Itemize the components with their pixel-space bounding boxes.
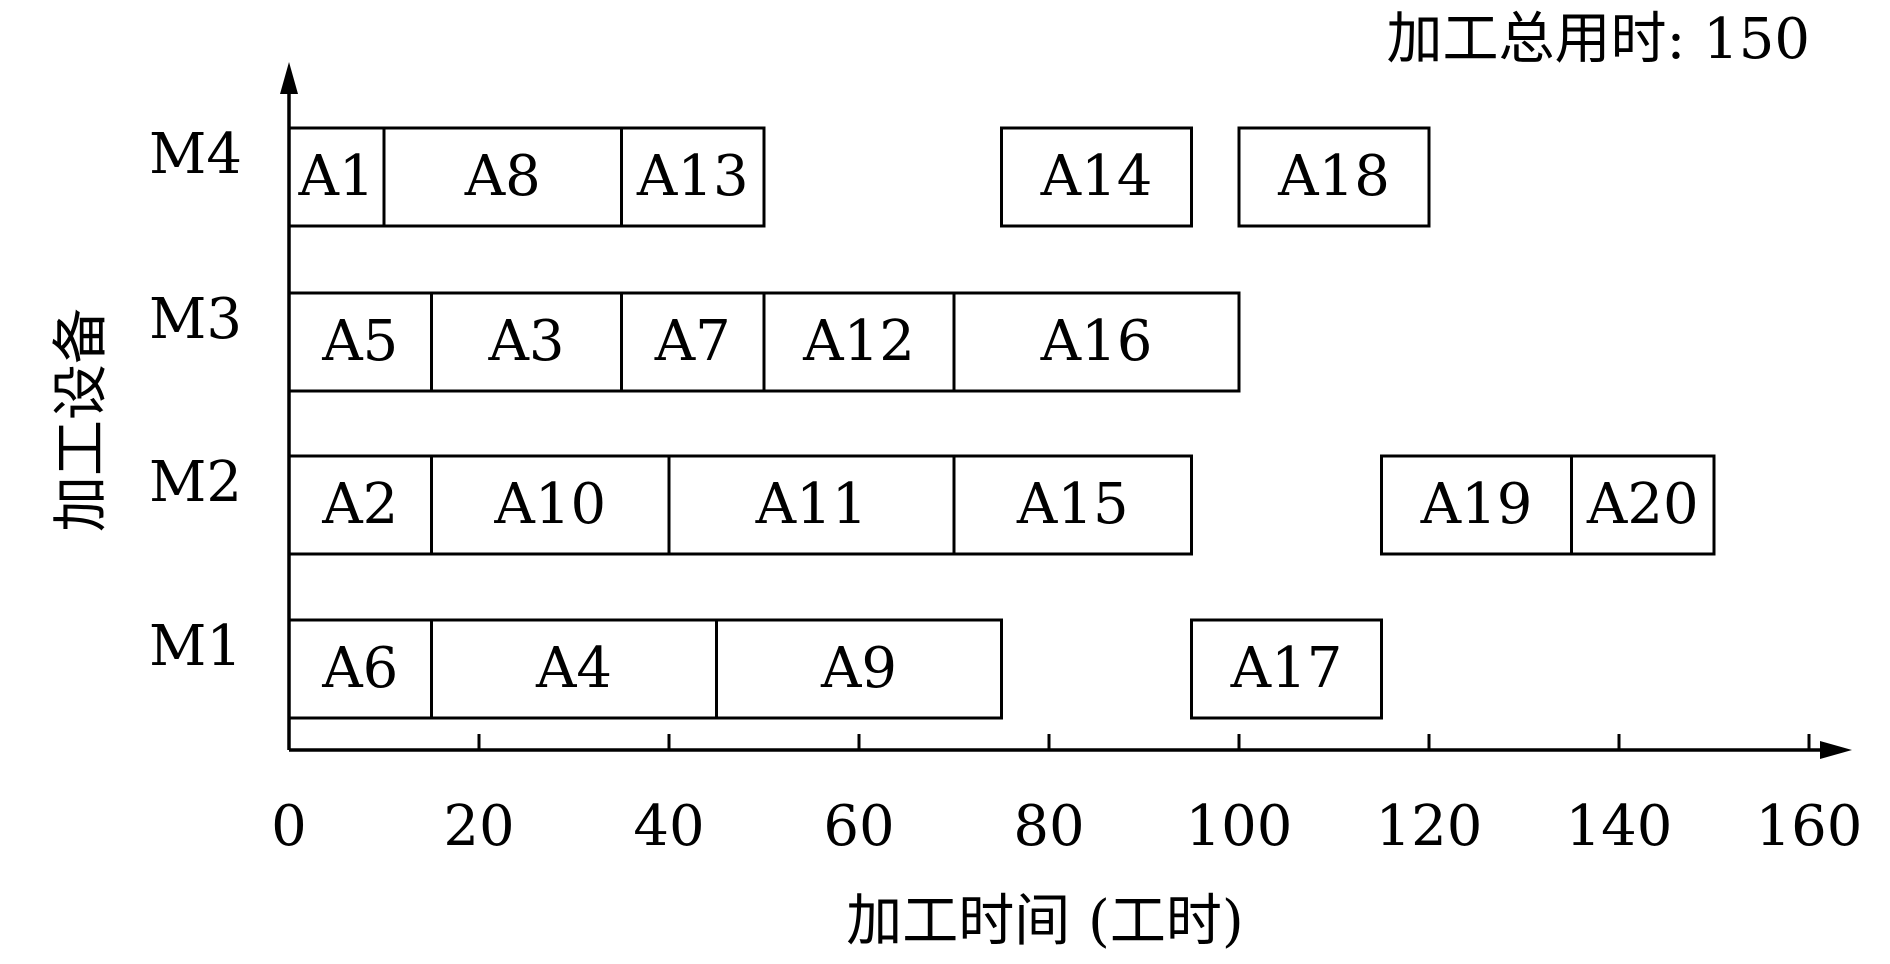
y-axis-label: 加工设备 bbox=[49, 308, 114, 532]
task-label-a15: A15 bbox=[1016, 472, 1129, 537]
task-label-a8: A8 bbox=[464, 144, 541, 209]
task-bar-a3 bbox=[430, 291, 623, 393]
x-tick-label-80: 80 bbox=[1013, 794, 1084, 859]
task-bar-a13 bbox=[620, 126, 766, 228]
task-label-a19: A19 bbox=[1420, 472, 1533, 537]
task-bar-a16 bbox=[952, 291, 1241, 393]
task-bar-a19 bbox=[1380, 454, 1573, 556]
y-axis-arrow bbox=[280, 62, 298, 94]
machine-label-m1: M1 bbox=[149, 614, 242, 679]
task-label-a17: A17 bbox=[1230, 636, 1343, 701]
x-tick-label-160: 160 bbox=[1756, 794, 1863, 859]
task-label-a1: A1 bbox=[297, 144, 374, 209]
task-label-a18: A18 bbox=[1277, 144, 1390, 209]
machine-label-m2: M2 bbox=[149, 450, 242, 515]
task-label-a5: A5 bbox=[321, 309, 398, 374]
x-tick-label-120: 120 bbox=[1376, 794, 1483, 859]
task-label-a14: A14 bbox=[1040, 144, 1153, 209]
x-tick-label-140: 140 bbox=[1566, 794, 1673, 859]
task-bar-a8 bbox=[382, 126, 623, 228]
x-axis-label: 加工时间 (工时) bbox=[846, 889, 1244, 954]
x-tick-label-20: 20 bbox=[443, 794, 514, 859]
task-label-a9: A9 bbox=[820, 636, 897, 701]
task-bar-a20 bbox=[1570, 454, 1716, 556]
task-bar-a11 bbox=[667, 454, 956, 556]
task-bar-a4 bbox=[430, 618, 718, 720]
task-label-a12: A12 bbox=[802, 309, 915, 374]
task-bar-a17 bbox=[1190, 618, 1383, 720]
x-tick-label-60: 60 bbox=[823, 794, 894, 859]
machine-label-m4: M4 bbox=[149, 122, 242, 187]
task-bar-a12 bbox=[762, 291, 956, 393]
task-label-a6: A6 bbox=[321, 636, 398, 701]
task-bar-a7 bbox=[620, 291, 766, 393]
task-bar-a10 bbox=[430, 454, 671, 556]
x-tick-label-40: 40 bbox=[633, 794, 704, 859]
task-bar-a18 bbox=[1237, 126, 1431, 228]
task-label-a4: A4 bbox=[535, 636, 612, 701]
task-label-a16: A16 bbox=[1040, 309, 1153, 374]
x-tick-label-100: 100 bbox=[1186, 794, 1293, 859]
task-label-a3: A3 bbox=[487, 309, 564, 374]
task-bar-a15 bbox=[952, 454, 1193, 556]
task-label-a13: A13 bbox=[636, 144, 749, 209]
task-label-a2: A2 bbox=[321, 472, 398, 537]
chart-title: 加工总用时: 150 bbox=[1386, 7, 1810, 72]
task-bar-a2 bbox=[287, 454, 433, 556]
task-bar-a14 bbox=[1000, 126, 1193, 228]
x-tick-label-0: 0 bbox=[271, 794, 307, 859]
task-label-a10: A10 bbox=[493, 472, 606, 537]
task-label-a7: A7 bbox=[654, 309, 731, 374]
machine-label-m3: M3 bbox=[149, 287, 242, 352]
task-label-a11: A11 bbox=[755, 472, 868, 537]
task-bar-a9 bbox=[715, 618, 1003, 720]
x-axis-arrow bbox=[1820, 741, 1852, 759]
task-label-a20: A20 bbox=[1586, 472, 1699, 537]
